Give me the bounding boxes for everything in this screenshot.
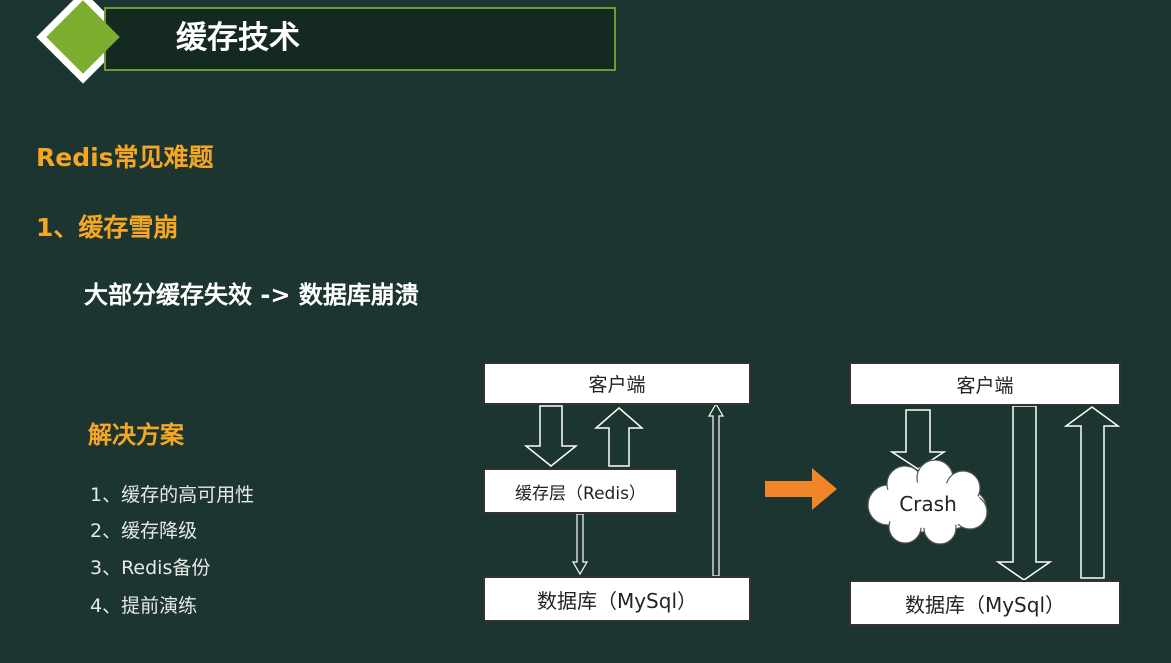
client-box-right: 客户端 bbox=[849, 362, 1121, 406]
down-arrow-cache-to-db bbox=[571, 513, 589, 576]
solution-item: 1、缓存的高可用性 bbox=[90, 484, 255, 506]
up-arrow-db-to-client bbox=[707, 402, 725, 577]
page-title: 缓存技术 bbox=[176, 20, 300, 56]
solutions-title: 解决方案 bbox=[88, 421, 184, 449]
solution-item: 2、缓存降级 bbox=[90, 520, 198, 542]
database-box-right: 数据库（MySql） bbox=[849, 580, 1121, 626]
up-arrow-cache-to-client bbox=[593, 407, 645, 467]
crash-label: Crash bbox=[899, 492, 957, 516]
up-arrow-db-to-client-right bbox=[1063, 406, 1121, 579]
transition-arrow bbox=[765, 468, 837, 510]
title-bar bbox=[104, 7, 616, 71]
down-arrow-client-to-cache bbox=[523, 405, 579, 467]
cache-layer-box: 缓存层（Redis） bbox=[483, 468, 678, 514]
database-box-left: 数据库（MySql） bbox=[483, 576, 751, 622]
solution-item: 4、提前演练 bbox=[90, 595, 198, 617]
client-box-left: 客户端 bbox=[483, 362, 751, 405]
solution-item: 3、Redis备份 bbox=[90, 557, 211, 579]
section-cache-avalanche: 1、缓存雪崩 bbox=[36, 213, 179, 242]
heading-redis-problems: Redis常见难题 bbox=[36, 143, 214, 172]
down-arrow-client-to-db bbox=[995, 405, 1053, 581]
subtitle: 大部分缓存失效 -> 数据库崩溃 bbox=[84, 281, 419, 309]
